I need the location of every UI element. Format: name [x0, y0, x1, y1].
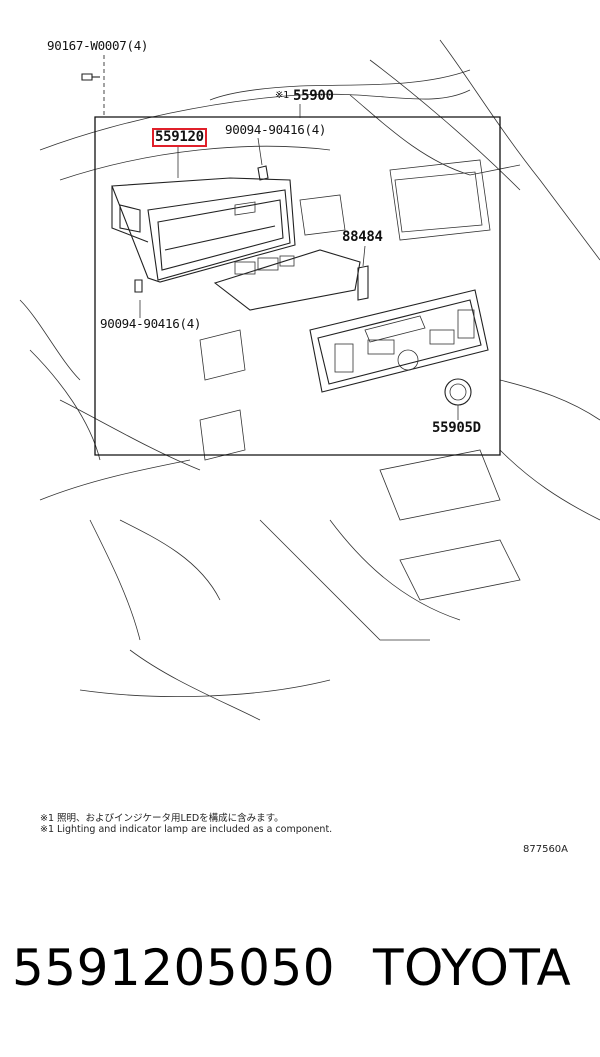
callout-knob: 55905D — [432, 420, 481, 436]
climate-control-panel — [309, 289, 489, 393]
drawing-code: 877560A — [523, 844, 569, 855]
bezel-housing — [111, 177, 296, 283]
brand-name: TOYOTA — [373, 939, 572, 997]
dashboard-outline — [19, 39, 600, 721]
screw-right — [257, 165, 269, 181]
circuit-board — [213, 249, 361, 311]
screw-top — [81, 73, 100, 81]
assembly-frame — [94, 116, 501, 456]
part-number: 5591205050 — [12, 939, 336, 997]
callout-screw-left: 90094-90416(4) — [100, 316, 202, 331]
leader-lines — [103, 55, 459, 420]
callout-assembly: 55900 — [293, 88, 334, 104]
knob-part — [444, 378, 472, 406]
callout-bracket: 88484 — [342, 229, 383, 245]
note-english: ※1 Lighting and indicator lamp are inclu… — [40, 824, 333, 835]
screw-left — [134, 279, 143, 293]
callout-screw-right: 90094-90416(4) — [225, 122, 327, 137]
bracket-part — [357, 265, 369, 301]
callout-highlighted-part[interactable]: 559120 — [152, 128, 207, 147]
callout-assembly-marker: ※1 — [275, 90, 289, 101]
callout-screw-top: 90167-W0007(4) — [47, 38, 149, 53]
note-japanese: ※1 照明、およびインジケータ用LEDを構成に含みます。 — [40, 813, 284, 824]
